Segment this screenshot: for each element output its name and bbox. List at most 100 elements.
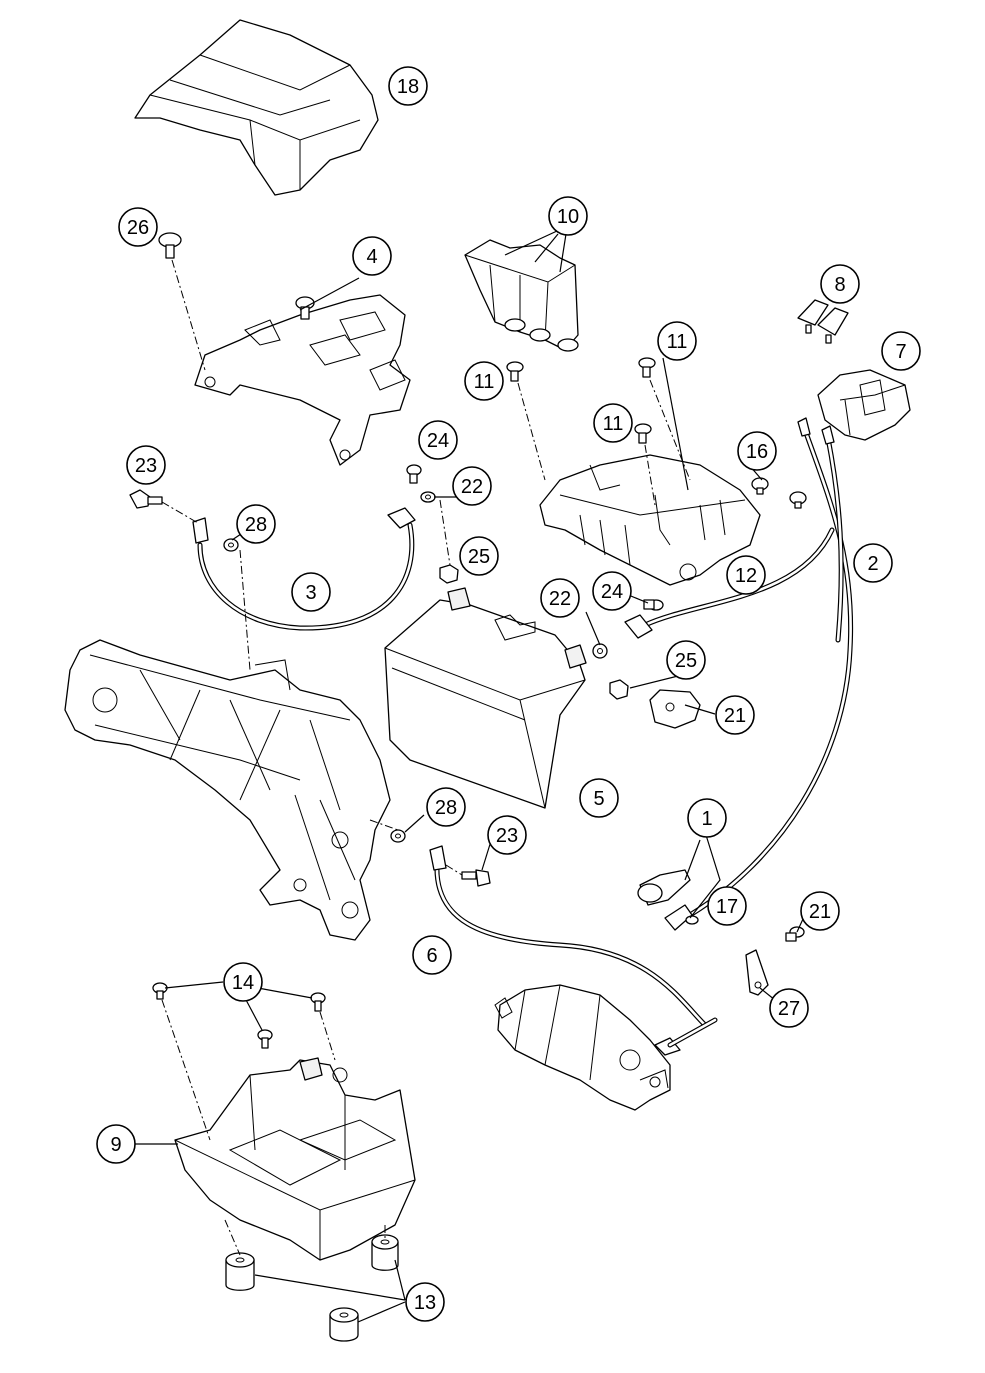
- part-9-battery-tray: [174, 1057, 416, 1261]
- callout-9: 9: [96, 1124, 136, 1164]
- part-16-terminal: [664, 904, 699, 931]
- callout-3: 3: [291, 572, 331, 612]
- callout-28-a: 28: [236, 504, 276, 544]
- callout-26: 26: [118, 207, 158, 247]
- svg-text:2: 2: [867, 553, 878, 575]
- svg-text:24: 24: [601, 581, 623, 603]
- part-14-screw-a: [152, 982, 168, 1000]
- part-24-bolt-b: [643, 599, 664, 611]
- callout-12: 12: [726, 555, 766, 595]
- svg-text:23: 23: [135, 455, 157, 477]
- svg-text:11: 11: [667, 331, 688, 353]
- callout-11-left: 11: [464, 361, 504, 401]
- part-13-mount-b: [371, 1234, 399, 1271]
- part-10-relays: [464, 239, 579, 352]
- part-28-washer-b: [390, 829, 406, 843]
- callout-13: 13: [405, 1282, 445, 1322]
- part-3-cable: [192, 507, 416, 631]
- part-7-starter-relay: [817, 369, 911, 441]
- svg-text:21: 21: [809, 901, 831, 923]
- callout-10: 10: [548, 196, 588, 236]
- callout-24-a: 24: [418, 420, 458, 460]
- callout-7: 7: [881, 331, 921, 371]
- part-21-terminal-cap: [649, 689, 701, 729]
- part-18-cover: [134, 19, 379, 196]
- part-14-screw-c: [310, 992, 326, 1012]
- callout-24-b: 24: [592, 571, 632, 611]
- part-17-bolt: [785, 926, 805, 942]
- svg-text:27: 27: [778, 998, 800, 1020]
- svg-text:1: 1: [701, 808, 712, 830]
- svg-text:10: 10: [557, 206, 579, 228]
- callout-11-mid: 11: [593, 403, 633, 443]
- callout-25-b: 25: [666, 640, 706, 680]
- callout-21: 21: [715, 695, 755, 735]
- part-13-mount-a: [225, 1252, 255, 1291]
- callout-18: 18: [388, 66, 428, 106]
- svg-text:4: 4: [366, 246, 377, 268]
- callout-28-b: 28: [426, 787, 466, 827]
- svg-text:6: 6: [426, 945, 437, 967]
- callout-5: 5: [579, 778, 619, 818]
- callout-27: 27: [769, 988, 809, 1028]
- part-4-bracket: [194, 294, 411, 466]
- callout-17: 21: [800, 891, 840, 931]
- callout-23-a: 23: [126, 445, 166, 485]
- callout-14: 14: [223, 962, 263, 1002]
- svg-text:8: 8: [834, 274, 845, 296]
- callout-15: 16: [737, 431, 777, 471]
- svg-text:3: 3: [305, 582, 316, 604]
- svg-text:22: 22: [461, 476, 483, 498]
- callout-22-b: 22: [540, 578, 580, 618]
- callout-2: 2: [853, 543, 893, 583]
- part-25-nut-a: [439, 564, 459, 584]
- callout-16: 17: [707, 886, 747, 926]
- callout-11-right: 11: [657, 321, 697, 361]
- callout-8: 8: [820, 264, 860, 304]
- part-11-bolt-a: [506, 361, 524, 382]
- part-26-bolt: [158, 232, 182, 259]
- svg-text:26: 26: [127, 217, 149, 239]
- svg-text:7: 7: [895, 341, 906, 363]
- callout-6: 6: [412, 935, 452, 975]
- svg-text:11: 11: [474, 371, 495, 393]
- part-6-cable: [429, 845, 718, 1056]
- svg-text:28: 28: [245, 514, 267, 536]
- svg-text:9: 9: [110, 1134, 121, 1156]
- svg-text:28: 28: [435, 797, 457, 819]
- part-14-screw-b: [257, 1029, 273, 1049]
- part-12-tray: [539, 454, 761, 586]
- part-11-bolt-c: [634, 423, 652, 444]
- leader-lines: [134, 230, 804, 1323]
- part-28-washer-a: [223, 538, 239, 552]
- callout-22-a: 22: [452, 466, 492, 506]
- svg-text:25: 25: [675, 650, 697, 672]
- part-13-mount-c: [329, 1307, 359, 1342]
- svg-text:13: 13: [414, 1292, 436, 1314]
- svg-text:18: 18: [397, 76, 419, 98]
- part-27-bracket: [745, 949, 769, 996]
- callout-23-b: 23: [487, 815, 527, 855]
- svg-text:14: 14: [232, 972, 254, 994]
- svg-text:23: 23: [496, 825, 518, 847]
- part-23-bolt-b: [461, 869, 491, 887]
- svg-text:16: 16: [746, 441, 768, 463]
- part-25-nut-b: [609, 679, 629, 700]
- svg-text:25: 25: [468, 546, 490, 568]
- callout-1: 1: [687, 798, 727, 838]
- svg-text:5: 5: [593, 788, 604, 810]
- svg-text:17: 17: [716, 896, 738, 918]
- part-22-washer-b: [592, 643, 608, 659]
- svg-text:22: 22: [549, 588, 571, 610]
- svg-text:12: 12: [735, 565, 757, 587]
- part-15-screws: [751, 477, 807, 509]
- frame: [64, 639, 391, 941]
- svg-text:24: 24: [427, 430, 449, 452]
- part-5-battery: [384, 587, 587, 809]
- svg-text:21: 21: [724, 705, 746, 727]
- part-2-cable: [687, 417, 854, 918]
- part-1-terminal: [637, 869, 691, 906]
- callout-4: 4: [352, 236, 392, 276]
- part-23-bolt-a: [129, 489, 163, 509]
